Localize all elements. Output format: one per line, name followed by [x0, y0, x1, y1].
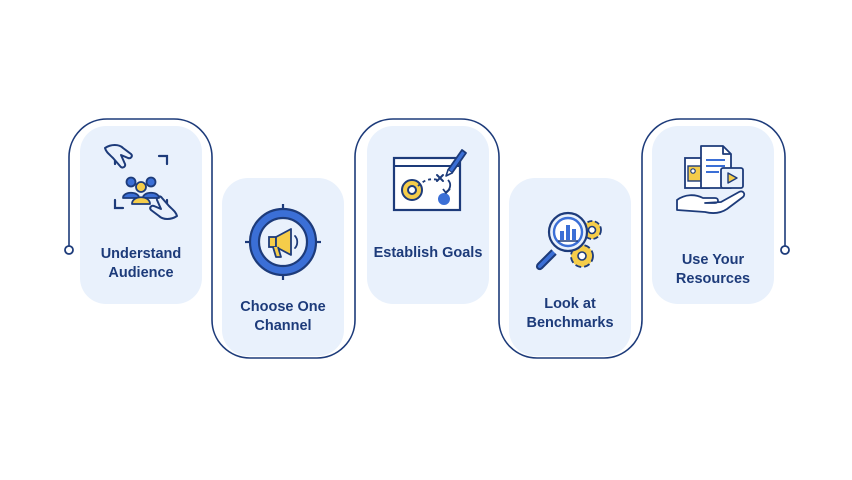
step-card-establish-goals: Establish Goals	[367, 126, 489, 304]
step-card-look-at-benchmarks: Look at Benchmarks	[509, 178, 631, 356]
connector-end-dot	[780, 245, 790, 255]
step-label: Choose One Channel	[240, 299, 326, 334]
audience-frame-icon	[104, 144, 178, 220]
step-card-use-your-resources: Use Your Resources	[652, 126, 774, 304]
step-label: Use Your Resources	[675, 252, 751, 287]
step-label: Establish Goals	[373, 245, 483, 261]
strategy-board-icon	[392, 149, 467, 212]
step-label: Understand Audience	[100, 246, 182, 281]
step-card-understand-audience: Understand Audience	[80, 126, 202, 304]
step-card-choose-one-channel: Choose One Channel	[222, 178, 344, 356]
connector-start-dot	[64, 245, 74, 255]
step-label: Look at Benchmarks	[526, 296, 614, 331]
magnifier-gears-icon	[535, 211, 602, 271]
hand-documents-icon	[676, 145, 746, 214]
megaphone-target-icon	[245, 204, 321, 280]
